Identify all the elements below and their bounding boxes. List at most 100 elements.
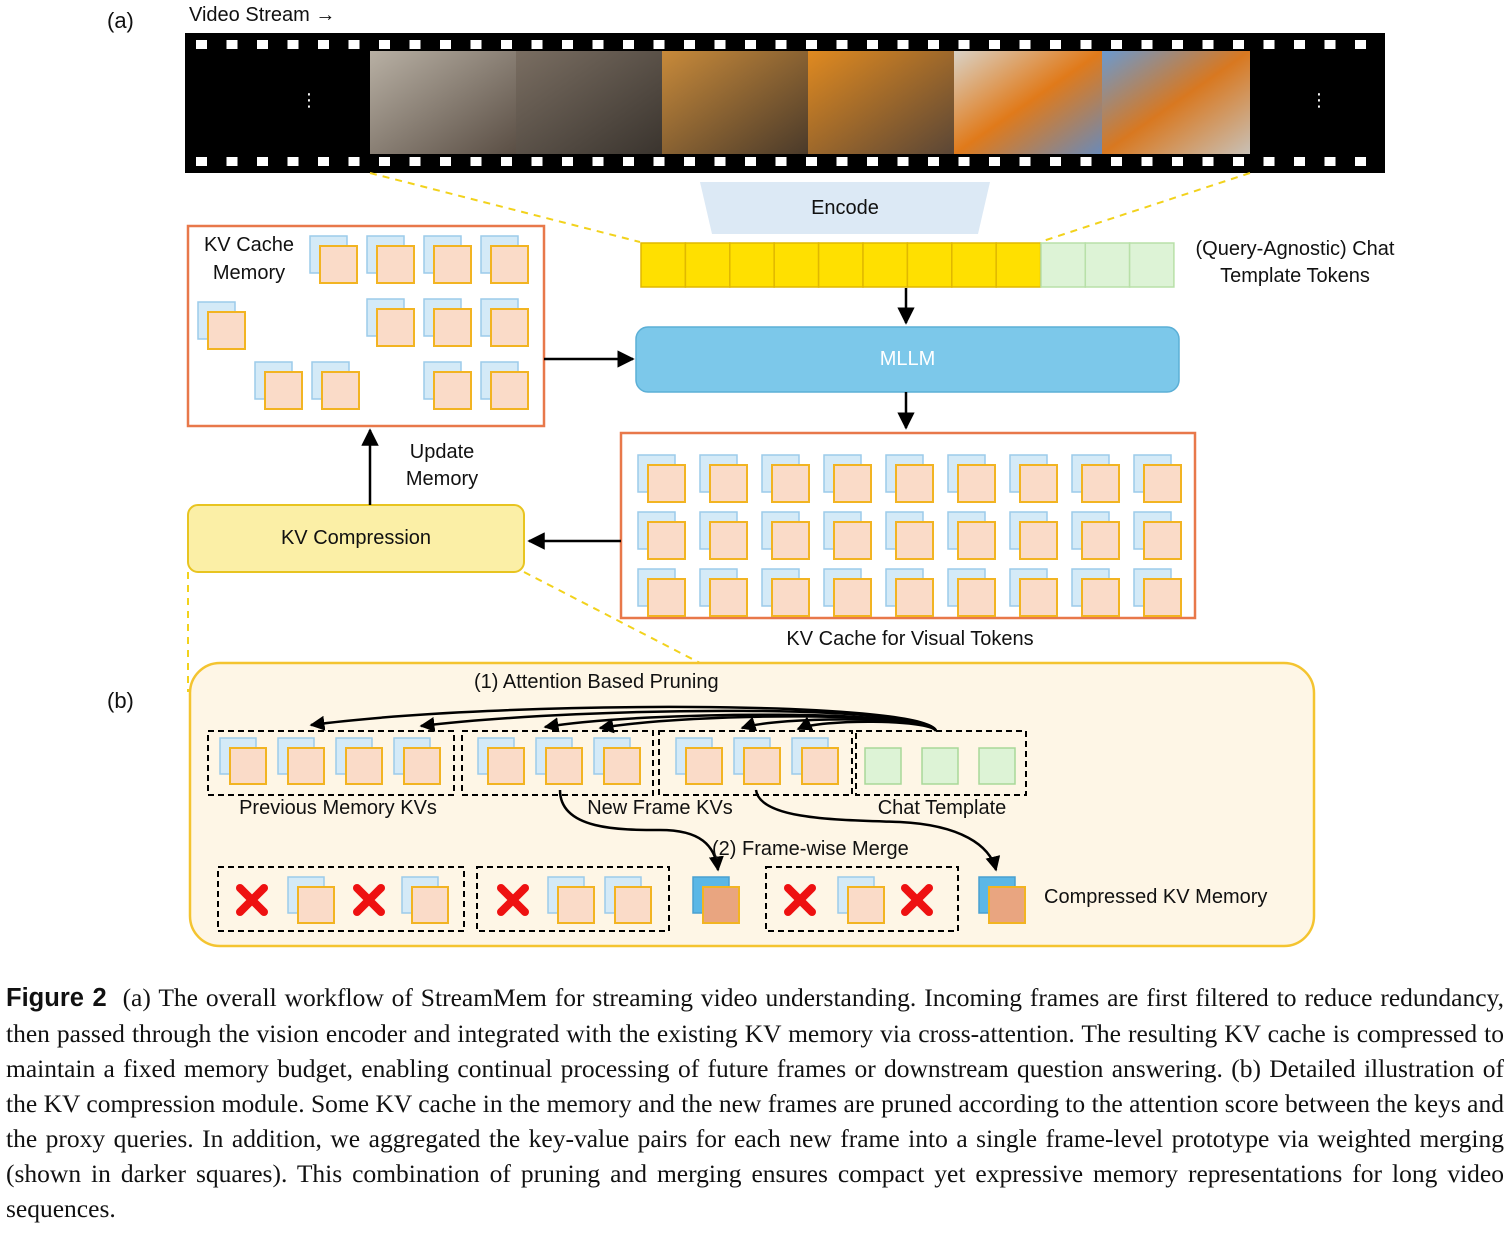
sprocket-hole <box>928 157 939 166</box>
kv-pair <box>197 301 246 350</box>
panel-b-row2-pairs <box>236 876 1026 924</box>
sprocket-hole <box>958 40 970 49</box>
kv-pair <box>885 511 934 560</box>
sprocket-hole <box>775 40 787 49</box>
ellipsis-left: ⋮ <box>300 90 318 110</box>
kv-pair <box>1009 454 1058 503</box>
kv-pair <box>366 298 415 347</box>
value-square <box>709 521 748 560</box>
value-square <box>411 886 449 924</box>
sprocket-hole <box>562 157 573 166</box>
value-square <box>647 464 686 503</box>
kv-pair <box>366 235 415 284</box>
sprocket-hole <box>806 40 817 49</box>
kv-pair <box>277 737 325 785</box>
kv-pair <box>593 737 641 785</box>
sprocket-hole <box>714 157 726 166</box>
kv-pair <box>699 568 748 617</box>
value-square <box>433 245 472 284</box>
video-frame-6 <box>1102 51 1250 154</box>
sprocket-hole <box>1202 157 1214 166</box>
value-square <box>895 464 934 503</box>
kv-pair <box>604 876 652 924</box>
sprocket-hole <box>440 40 451 49</box>
sprocket-hole <box>592 40 604 49</box>
sprocket-hole <box>531 157 543 166</box>
visual-token <box>729 242 775 288</box>
value-square <box>771 464 810 503</box>
kv-pair <box>699 454 748 503</box>
frame-merge-label: (2) Frame-wise Merge <box>712 838 909 860</box>
value-square <box>490 308 529 347</box>
sprocket-hole <box>1355 157 1366 166</box>
sprocket-hole <box>1111 157 1122 166</box>
chat-tokens-label-line1: (Query-Agnostic) Chat <box>1195 238 1395 260</box>
value-square <box>685 747 723 785</box>
value-square <box>709 464 748 503</box>
sprocket-hole <box>989 40 1000 49</box>
sprocket-hole <box>684 157 695 166</box>
kv-pair <box>480 235 529 284</box>
kv-pair <box>637 568 686 617</box>
value-square <box>647 578 686 617</box>
sprocket-hole <box>958 157 970 166</box>
sprocket-hole <box>1172 40 1183 49</box>
value-square <box>1081 578 1120 617</box>
value-square <box>957 521 996 560</box>
value-square <box>557 886 595 924</box>
kv-pair <box>309 235 358 284</box>
sprocket-hole <box>745 157 756 166</box>
value-square <box>771 578 810 617</box>
value-square <box>545 747 583 785</box>
kv-pair <box>761 568 810 617</box>
sprocket-hole <box>1080 157 1092 166</box>
value-square <box>833 578 872 617</box>
kv-pair <box>947 511 996 560</box>
sprocket-hole <box>1080 40 1092 49</box>
chat-token <box>921 747 959 785</box>
kv-pair <box>837 876 885 924</box>
kv-pair <box>1071 454 1120 503</box>
sprocket-hole <box>1233 157 1244 166</box>
kv-pair <box>1071 568 1120 617</box>
value-square <box>647 521 686 560</box>
ellipsis-right: ⋮ <box>1310 90 1328 110</box>
sprocket-hole <box>226 40 238 49</box>
new-frame-group-2 <box>658 730 853 796</box>
visual-token <box>640 242 687 288</box>
sprocket-hole <box>257 40 268 49</box>
kv-pair <box>423 361 472 410</box>
sprocket-hole <box>623 40 634 49</box>
sprocket-hole <box>1172 157 1183 166</box>
update-memory-label-line2: Memory <box>405 468 479 490</box>
kv-pair <box>1009 568 1058 617</box>
sprocket-hole <box>1050 157 1061 166</box>
sprocket-hole <box>1141 40 1153 49</box>
sprocket-hole <box>989 157 1000 166</box>
sprocket-hole <box>1202 40 1214 49</box>
merged-kv-pair <box>692 876 740 924</box>
value-square <box>1081 464 1120 503</box>
video-frame-2 <box>516 51 662 154</box>
merged-kv-pair <box>978 876 1026 924</box>
sprocket-hole <box>409 157 421 166</box>
value-square <box>345 747 383 785</box>
sprocket-hole <box>409 40 421 49</box>
value-square <box>319 245 358 284</box>
value-square <box>702 886 740 924</box>
kv-pair <box>393 737 441 785</box>
sprocket-hole <box>1263 40 1275 49</box>
visual-token <box>862 242 909 288</box>
visual-token <box>817 242 864 288</box>
sprocket-hole <box>226 157 238 166</box>
kv-pair <box>733 737 781 785</box>
kv-pair <box>480 298 529 347</box>
panel-b-row1-pairs <box>219 737 1016 785</box>
value-square <box>1019 578 1058 617</box>
chat-token <box>1084 242 1131 288</box>
kv-pair <box>254 361 303 410</box>
sprocket-hole <box>653 40 665 49</box>
value-square <box>433 371 472 410</box>
kv-pair <box>761 511 810 560</box>
sprocket-hole <box>714 40 726 49</box>
